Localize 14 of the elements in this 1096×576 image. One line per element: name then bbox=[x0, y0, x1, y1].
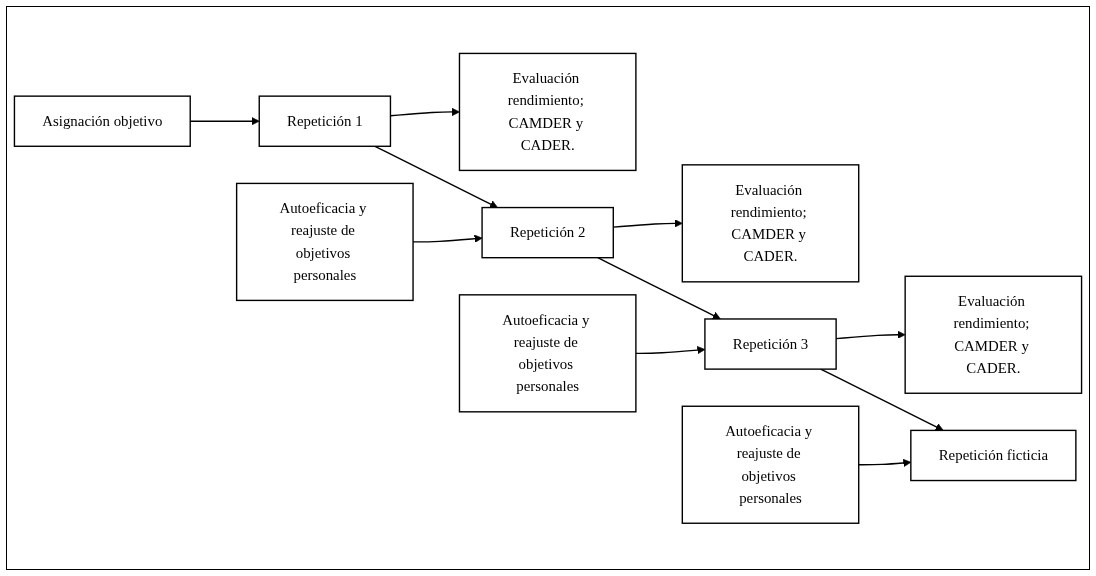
node-box: Repetición 3 bbox=[704, 317, 837, 370]
arrow bbox=[819, 368, 944, 431]
node-box: Repetición 2 bbox=[481, 206, 614, 259]
node-box: Repetición 1 bbox=[258, 95, 392, 147]
arrow bbox=[597, 256, 721, 319]
node-box: Autoeficacia y reajuste de objetivos personales bbox=[458, 293, 637, 413]
node-box: Autoeficacia y reajuste de objetivos personales bbox=[681, 405, 860, 524]
node-box: Repetición ficticia bbox=[910, 429, 1077, 481]
node-box: Evaluación rendimiento; CAMDER y CADER. bbox=[681, 163, 860, 283]
node-box: Asignación objetivo bbox=[13, 95, 191, 147]
node-box: Evaluación rendimiento; CAMDER y CADER. bbox=[904, 275, 1083, 394]
node-box: Evaluación rendimiento; CAMDER y CADER. bbox=[458, 52, 637, 171]
arrow bbox=[374, 145, 498, 208]
node-box: Autoeficacia y reajuste de objetivos personales bbox=[235, 182, 414, 301]
